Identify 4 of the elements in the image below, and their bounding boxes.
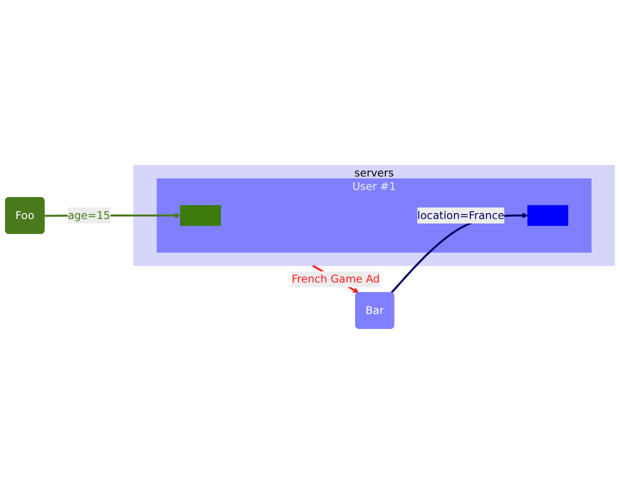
edge-label: location=France	[417, 208, 504, 222]
node-box	[527, 204, 568, 226]
edge-label: age=15	[68, 208, 110, 222]
node-box	[180, 204, 221, 226]
